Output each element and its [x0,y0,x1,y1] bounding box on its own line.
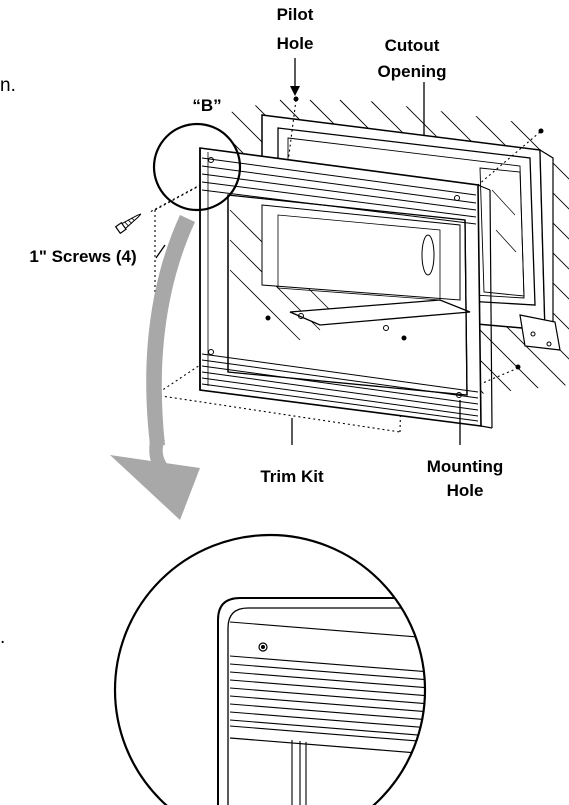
hole-markers [265,96,544,370]
pilot-hole-label-line2: Hole [277,34,314,53]
detail-b-label: “B” [192,96,221,115]
leader-lines [155,58,461,445]
detail-arrow [110,215,200,520]
trim-kit-frame [199,147,493,429]
cutout-opening-label-line2: Opening [378,62,447,81]
screws-label: 1" Screws (4) [29,247,136,266]
pilot-hole-arrowhead [290,86,300,96]
mounting-hole-label-line2: Hole [447,481,484,500]
cropped-text-bottom: . [0,627,5,648]
cropped-text-top: n. [0,75,16,96]
screw-icon [114,213,142,235]
detail-b-enlarged-view [113,533,427,805]
mounting-hole-label-line1: Mounting [427,457,503,476]
trim-kit-label: Trim Kit [260,467,324,486]
pilot-hole-label-line1: Pilot [277,5,314,24]
detail-b-callout-circle [152,122,242,212]
cutout-opening-label-line1: Cutout [385,36,440,55]
